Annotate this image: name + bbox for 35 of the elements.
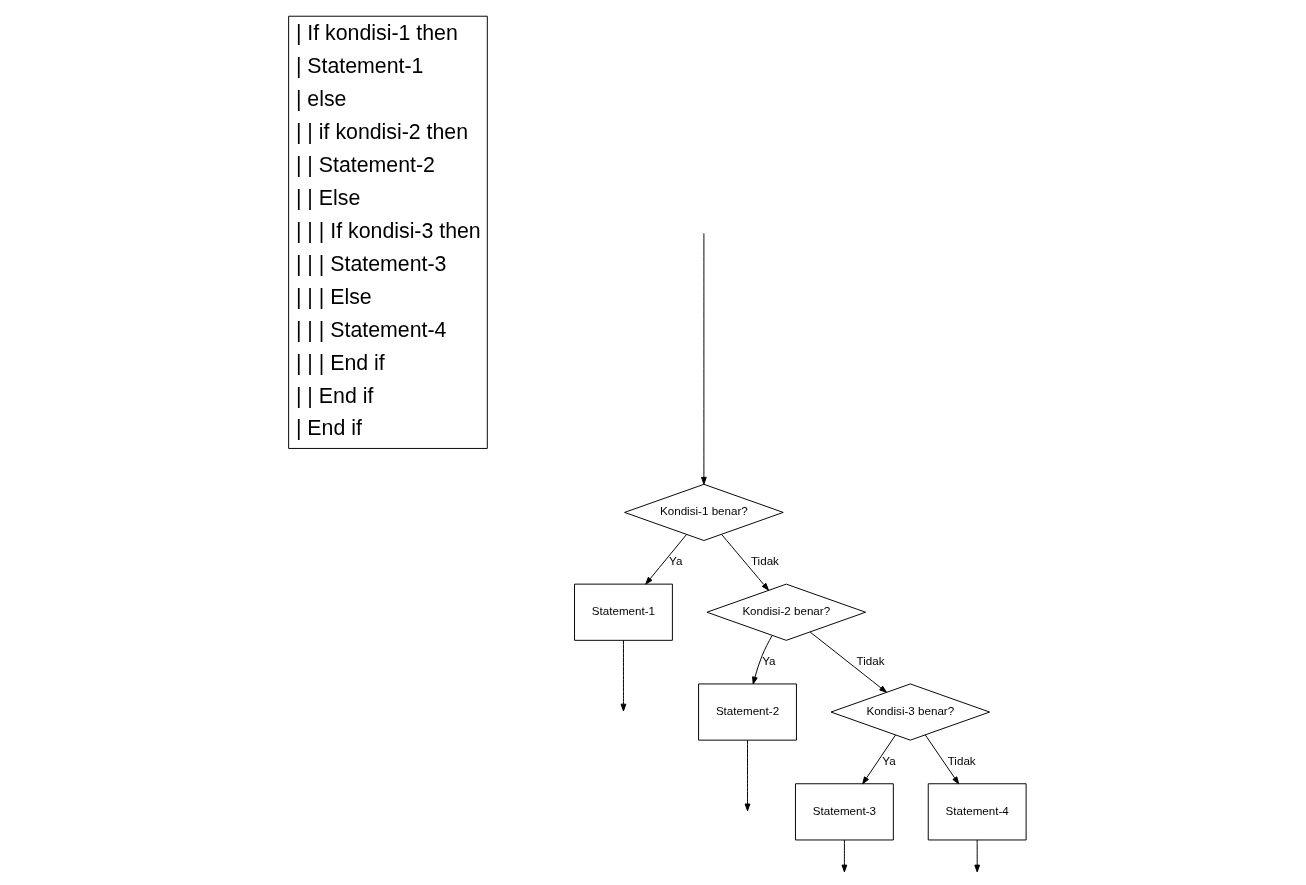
label: | | Else [295,185,360,210]
edge-label: Tidak [856,654,885,668]
label: | | | Else [295,284,372,309]
label: | End if [295,416,362,441]
edge-label: Tidak [750,554,779,568]
node-box: Statement-4 [927,783,1027,841]
edge-label: Ya [668,554,682,568]
arrow [809,631,887,693]
node-box: Statement-2 [697,683,797,741]
arrow [620,639,626,712]
arrow [973,839,980,873]
arrow [861,734,896,785]
label: | | Statement-2 [295,152,435,177]
node-diamond: Kondisi-1 benar? [623,483,784,541]
label: | | | If kondisi-3 then [295,218,481,243]
arrow [720,534,769,591]
label: | | End if [295,383,373,408]
label: | If kondisi-1 then [295,21,458,46]
node-box: Statement-3 [794,783,894,841]
label: | | | Statement-3 [295,251,446,276]
edge-label: Ya [881,753,896,767]
label: | Statement-1 [295,54,423,79]
arrow [644,534,687,585]
node-box: Statement-1 [573,583,673,641]
edge-label: Tidak [947,753,976,767]
arrow [751,635,773,685]
label: | | | End if [295,350,385,375]
arrow [841,839,847,873]
label: | | if kondisi-2 then [295,119,468,144]
edge-label: Ya [761,654,775,668]
label: | else [295,86,346,111]
arrow [700,232,707,485]
label: | | | Statement-4 [295,317,446,342]
arrow [744,739,750,812]
arrow [924,734,959,785]
